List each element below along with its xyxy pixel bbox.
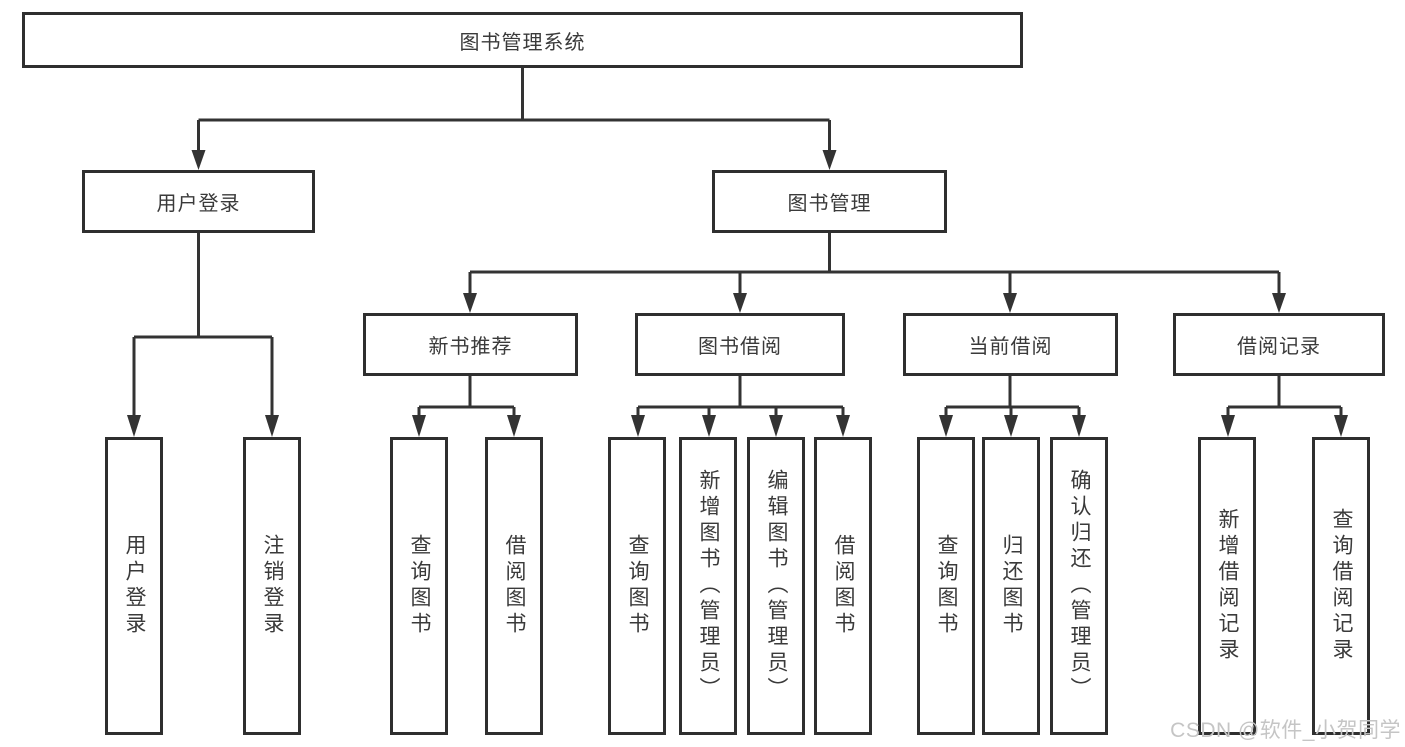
leaf-label: 查询图书 xyxy=(626,534,649,638)
leaf-query-books-borrowing: 查询图书 xyxy=(608,437,666,735)
leaf-label: 用户登录 xyxy=(123,534,146,638)
node-book-management: 图书管理 xyxy=(712,170,947,233)
leaf-query-books-recommend: 查询图书 xyxy=(390,437,448,735)
csdn-watermark: CSDN @软件_小贺同学 xyxy=(1170,719,1401,742)
connector-current-borrow xyxy=(944,375,1081,419)
node-label: 用户登录 xyxy=(156,193,241,215)
leaf-add-borrow-record: 新增借阅记录 xyxy=(1198,437,1256,735)
leaf-add-books-admin: 新增图书（管理员） xyxy=(679,437,737,735)
leaf-borrow-books-borrowing: 借阅图书 xyxy=(814,437,872,735)
leaf-query-borrow-record: 查询借阅记录 xyxy=(1312,437,1370,735)
leaf-label: 新增图书（管理员） xyxy=(697,469,720,703)
connector-user-login xyxy=(132,232,274,419)
leaf-return-books: 归还图书 xyxy=(982,437,1040,735)
connector-book-borrow xyxy=(636,375,845,419)
connector-book-mgmt xyxy=(468,232,1281,295)
leaf-borrow-books-recommend: 借阅图书 xyxy=(485,437,543,735)
leaf-label: 查询图书 xyxy=(935,534,958,638)
connector-root xyxy=(197,68,831,152)
node-label: 借阅记录 xyxy=(1237,336,1321,358)
leaf-label: 注销登录 xyxy=(261,534,284,638)
leaf-label: 确认归还（管理员） xyxy=(1068,469,1091,703)
connector-borrow-records xyxy=(1226,375,1343,419)
leaf-edit-books-admin: 编辑图书（管理员） xyxy=(747,437,805,735)
node-label: 当前借阅 xyxy=(968,336,1053,358)
leaf-label: 查询图书 xyxy=(408,534,431,638)
node-label: 图书管理 xyxy=(787,193,872,215)
node-borrowing-records: 借阅记录 xyxy=(1173,313,1385,376)
node-label: 图书管理系统 xyxy=(459,31,586,54)
leaf-label: 编辑图书（管理员） xyxy=(765,469,788,703)
leaf-label: 查询借阅记录 xyxy=(1330,508,1353,664)
leaf-confirm-return-admin: 确认归还（管理员） xyxy=(1050,437,1108,735)
leaf-label: 借阅图书 xyxy=(832,534,855,638)
node-system-root: 图书管理系统 xyxy=(22,12,1023,68)
leaf-logout: 注销登录 xyxy=(243,437,301,735)
node-current-borrowing: 当前借阅 xyxy=(903,313,1118,376)
node-label: 新书推荐 xyxy=(428,336,513,358)
connector-new-books xyxy=(417,375,516,419)
node-new-book-recommend: 新书推荐 xyxy=(363,313,578,376)
leaf-label: 借阅图书 xyxy=(503,534,526,638)
leaf-query-books-current: 查询图书 xyxy=(917,437,975,735)
node-label: 图书借阅 xyxy=(698,336,782,358)
node-user-login: 用户登录 xyxy=(82,170,315,233)
leaf-label: 新增借阅记录 xyxy=(1216,508,1239,664)
leaf-label: 归还图书 xyxy=(1000,534,1023,638)
arrowheads xyxy=(127,150,1348,437)
node-book-borrowing: 图书借阅 xyxy=(635,313,845,376)
leaf-user-login: 用户登录 xyxy=(105,437,163,735)
